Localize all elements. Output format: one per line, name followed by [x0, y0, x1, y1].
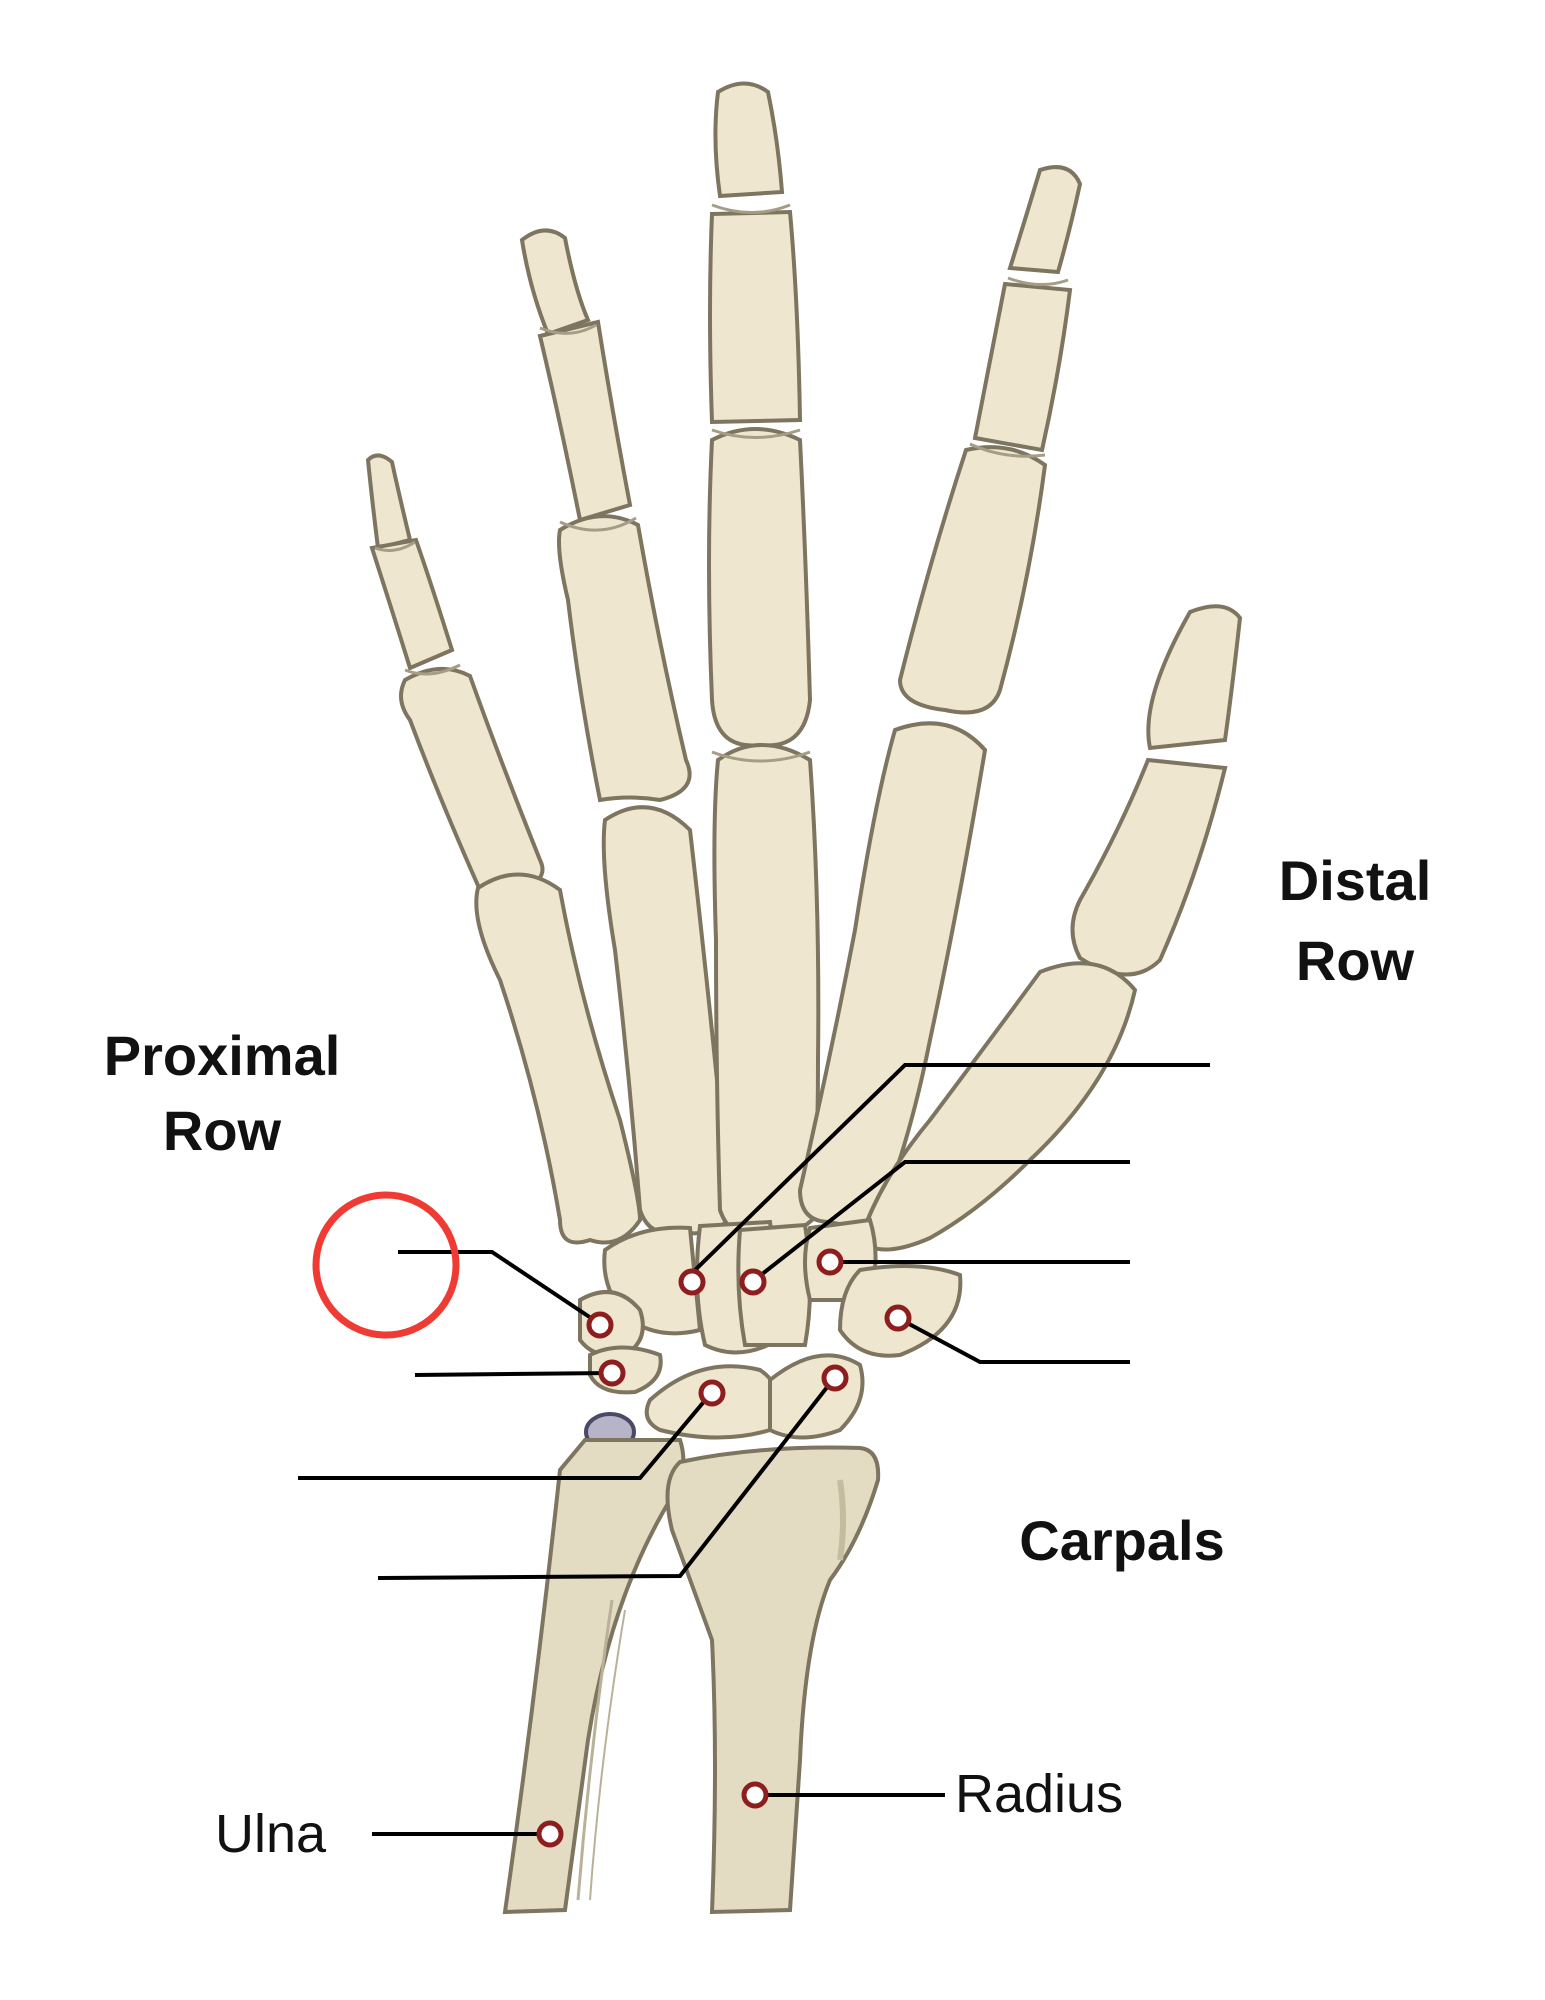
label-distal-row-line1: Distal	[1279, 849, 1432, 912]
marker-triquetrum[interactable]	[821, 1364, 849, 1392]
marker-lunate[interactable]	[698, 1379, 726, 1407]
leader-line-8	[377, 1375, 837, 1580]
marker-ulna[interactable]	[536, 1820, 564, 1848]
scaphoid-lower	[768, 1353, 865, 1440]
leader-line-7	[298, 1390, 714, 1480]
label-proximal-row-line2: Row	[163, 1099, 282, 1162]
forearm-bones	[502, 1412, 881, 1915]
marker-pisiform[interactable]	[598, 1359, 626, 1387]
little-finger	[365, 453, 643, 1245]
leader-line-5	[398, 1250, 602, 1326]
radius-ridge	[837, 1479, 846, 1561]
leader-line-1	[688, 1063, 1210, 1277]
thumb	[857, 604, 1243, 1252]
markers	[536, 1248, 912, 1848]
leader-lines	[298, 1063, 1210, 1836]
label-distal-row-line2: Row	[1296, 929, 1415, 992]
label-proximal-row-line1: Proximal	[104, 1024, 341, 1087]
index-finger	[797, 165, 1083, 1227]
label-ulna: Ulna	[215, 1804, 327, 1864]
marker-capitate[interactable]	[678, 1268, 706, 1296]
middle-finger	[707, 81, 821, 1238]
ulna-shaft-line-2	[589, 1609, 626, 1901]
radius-bone	[665, 1445, 881, 1915]
highlight-circle	[312, 1191, 460, 1339]
ring-finger	[519, 228, 733, 1236]
carpal-bones	[578, 1217, 963, 1440]
marker-trapezoid[interactable]	[739, 1268, 767, 1296]
marker-scaphoid[interactable]	[884, 1304, 912, 1332]
leader-line-6	[414, 1371, 613, 1377]
marker-trapezium[interactable]	[816, 1248, 844, 1276]
label-radius: Radius	[955, 1764, 1123, 1824]
leader-line-2	[750, 1160, 1130, 1284]
label-carpals: Carpals	[1019, 1509, 1224, 1572]
marker-radius[interactable]	[741, 1781, 769, 1809]
leader-line-4	[897, 1316, 1130, 1364]
finger-bones	[365, 81, 1243, 1252]
marker-hamate[interactable]	[586, 1311, 614, 1339]
ulna-shaft-line	[576, 1599, 614, 1901]
